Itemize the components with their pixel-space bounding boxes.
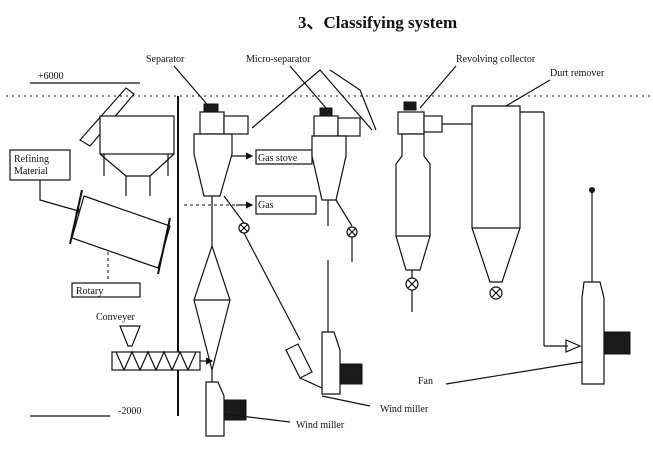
refining-material-label-line2: Material — [14, 166, 48, 177]
micro-separator: Micro-separator — [246, 54, 373, 332]
separator-label: Separator — [146, 54, 185, 65]
dust-remover: Durt remover — [471, 68, 605, 347]
screw-conveyer: Conveyer — [96, 312, 214, 372]
revolving-collector: Revolving collector — [329, 54, 536, 312]
micro-separator-label: Micro-separator — [246, 54, 311, 65]
fan: Fan — [418, 187, 631, 387]
wind-miller-1: Wind miller — [193, 232, 345, 437]
gas-stove-label: Gas stove — [258, 153, 298, 164]
wind-miller-1-label: Wind miller — [296, 420, 345, 431]
wind-miller-2-label: Wind miller — [380, 404, 429, 415]
level-top-label: +6000 — [38, 71, 64, 82]
wind-miller-2: Wind miller — [285, 331, 429, 415]
dust-remover-label: Durt remover — [550, 68, 605, 79]
rotary-label: Rotary — [76, 286, 103, 297]
revolving-collector-label: Revolving collector — [456, 54, 536, 65]
rotary-drum: Rotary — [69, 189, 171, 298]
refining-material-box: Refining Material — [9, 149, 84, 214]
separator: Separator Gas stove Gas — [146, 54, 317, 246]
refining-material-label-line1: Refining — [14, 154, 49, 165]
level-bottom-label: -2000 — [118, 406, 141, 417]
conveyer-label: Conveyer — [96, 312, 136, 323]
fan-label: Fan — [418, 376, 433, 387]
gas-label: Gas — [258, 200, 274, 211]
diagram-title: 3、Classifying system — [298, 13, 457, 32]
